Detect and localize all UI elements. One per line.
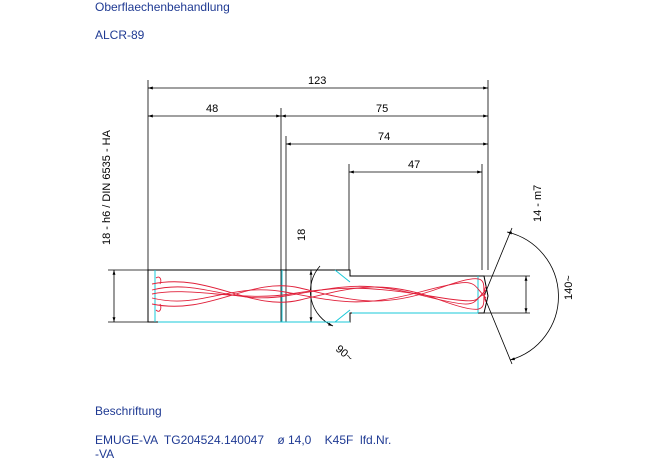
- tool-edges: [154, 269, 479, 323]
- dim-cut-length: 74: [378, 131, 390, 143]
- dim-flute-section: 75: [376, 103, 388, 115]
- dim-overall-length: 123: [308, 75, 326, 87]
- inscription-line-1: EMUGE-VA TG204524.140047 ø 14,0 K45F lfd…: [95, 433, 392, 447]
- dim-shank-diameter: 18: [296, 229, 308, 241]
- inscription-line-2: -VA: [95, 447, 115, 461]
- coating-value: ALCR-89: [95, 28, 145, 42]
- dim-chamfer-angle: 90~: [333, 343, 355, 364]
- dim-point-angle: 140~: [563, 275, 575, 300]
- shank-spec-label: 18 - h6 / DIN 6535 - HA: [101, 129, 113, 245]
- angle-arcs: [310, 227, 559, 365]
- surface-treatment-label: Oberflaechenbehandlung: [95, 0, 230, 14]
- cut-spec-label: 14 - m7: [532, 185, 544, 222]
- dimension-lines: [112, 86, 528, 322]
- inscription-heading: Beschriftung: [95, 404, 162, 418]
- dim-step-length: 47: [408, 159, 420, 171]
- dim-shank-length: 48: [206, 103, 218, 115]
- flute-helix: [151, 276, 487, 312]
